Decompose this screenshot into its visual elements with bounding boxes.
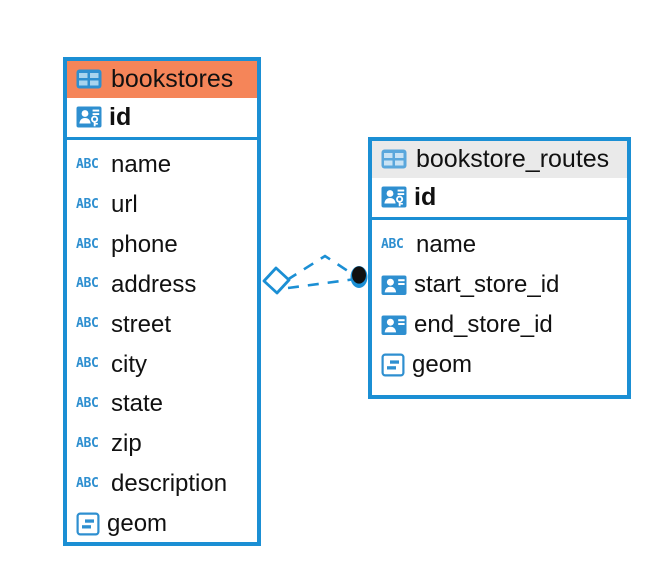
entity-table-bookstore-routes[interactable]: bookstore_routes id ABC name — [368, 137, 631, 399]
field-row[interactable]: ABC state — [67, 384, 257, 424]
field-row[interactable]: ABC city — [67, 345, 257, 385]
abc-icon: ABC — [76, 316, 99, 332]
field-label: city — [111, 350, 147, 378]
abc-icon: ABC — [76, 236, 99, 252]
field-label: name — [416, 231, 477, 258]
field-row[interactable]: ABC name — [372, 225, 627, 265]
abc-icon: ABC — [76, 356, 99, 372]
field-row[interactable]: ABC address — [67, 265, 257, 305]
field-row[interactable]: geom — [67, 504, 257, 544]
field-label: geom — [412, 350, 473, 378]
abc-icon: ABC — [76, 436, 99, 452]
field-label: description — [111, 470, 228, 498]
field-row[interactable]: ABC street — [67, 305, 257, 345]
entity-table-bookstores[interactable]: bookstores id ABC name ABC url — [63, 57, 261, 546]
geometry-icon — [381, 353, 405, 377]
field-row[interactable]: geom — [372, 345, 627, 385]
abc-icon: ABC — [76, 396, 99, 412]
field-label: url — [111, 190, 138, 218]
abc-icon: ABC — [76, 475, 99, 491]
field-label: geom — [107, 510, 168, 538]
primary-key-icon — [381, 186, 407, 208]
field-label: address — [111, 270, 197, 298]
entity-header-bookstore-routes[interactable]: bookstore_routes — [372, 141, 627, 178]
geometry-icon — [76, 512, 100, 536]
field-row[interactable]: ABC zip — [67, 424, 257, 464]
entity-title: bookstores — [111, 65, 234, 93]
field-list: ABC name ABC url ABC phone ABC address A… — [67, 140, 257, 550]
field-label: name — [111, 151, 172, 178]
abc-icon: ABC — [76, 196, 99, 212]
field-row[interactable]: end_store_id — [372, 305, 627, 345]
primary-key-row[interactable]: id — [372, 178, 627, 220]
field-label: phone — [111, 230, 178, 258]
primary-key-icon — [76, 106, 102, 128]
table-icon — [76, 69, 102, 89]
table-icon — [381, 149, 407, 169]
entity-header-bookstores[interactable]: bookstores — [67, 61, 257, 98]
abc-icon: ABC — [76, 156, 99, 172]
field-row[interactable]: ABC name — [67, 145, 257, 185]
abc-icon: ABC — [381, 236, 404, 252]
field-label: zip — [111, 430, 142, 458]
foreign-key-icon — [381, 275, 407, 295]
primary-key-label: id — [414, 183, 437, 211]
primary-key-label: id — [109, 103, 132, 131]
field-label: state — [111, 390, 164, 418]
relationship-diamond-icon — [262, 266, 291, 295]
relationship-line-upper — [286, 254, 358, 282]
primary-key-row[interactable]: id — [67, 98, 257, 140]
foreign-key-icon — [381, 315, 407, 335]
field-row[interactable]: ABC description — [67, 464, 257, 504]
field-row[interactable]: ABC phone — [67, 225, 257, 265]
relationship-endpoint-dot-icon — [350, 266, 368, 288]
field-label: start_store_id — [414, 270, 560, 298]
field-label: end_store_id — [414, 310, 553, 338]
field-row[interactable]: start_store_id — [372, 265, 627, 305]
field-list: ABC name start_store_id — [372, 220, 627, 391]
relationship-line-lower — [287, 277, 357, 290]
abc-icon: ABC — [76, 276, 99, 292]
entity-title: bookstore_routes — [416, 145, 610, 173]
field-label: street — [111, 310, 172, 338]
field-row[interactable]: ABC url — [67, 185, 257, 225]
